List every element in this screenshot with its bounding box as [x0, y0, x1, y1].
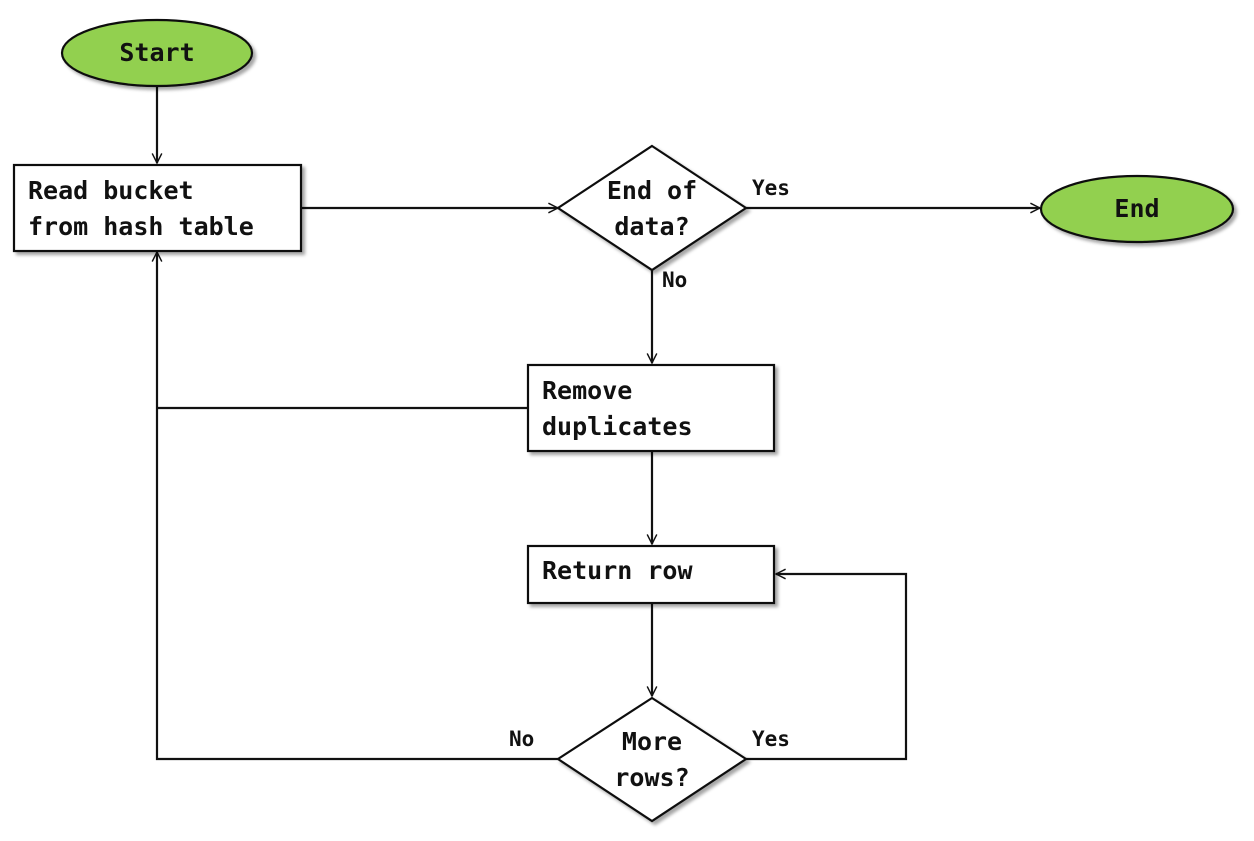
read-bucket-node: Read bucket from hash table	[12, 163, 303, 253]
return-row-node: Return row	[526, 544, 776, 605]
return-row-label: Return row	[542, 556, 693, 585]
edge-more-rows-yes	[746, 574, 908, 761]
more-rows-line2: rows?	[614, 763, 689, 792]
end-of-data-diamond	[556, 144, 748, 272]
more-rows-no-label: No	[509, 727, 534, 751]
connectors	[157, 86, 1040, 761]
remove-duplicates-line1: Remove	[542, 376, 632, 405]
end-of-data-yes-label: Yes	[752, 176, 790, 200]
end-of-data-no-label: No	[662, 268, 687, 292]
end-of-data-line2: data?	[614, 212, 689, 241]
return-row-box	[526, 544, 776, 605]
read-bucket-line1: Read bucket	[28, 176, 194, 205]
remove-duplicates-box	[526, 363, 776, 453]
end-terminal-shape	[1039, 174, 1235, 244]
more-rows-yes-label: Yes	[752, 727, 790, 751]
end-of-data-node: End of data?	[556, 144, 748, 272]
start-node: Start	[60, 18, 254, 88]
start-terminal-shape	[60, 18, 254, 88]
end-label: End	[1114, 194, 1159, 223]
start-label: Start	[119, 38, 194, 67]
end-node: End	[1039, 174, 1235, 244]
end-of-data-line1: End of	[607, 176, 697, 205]
more-rows-node: More rows?	[555, 696, 749, 823]
edge-more-rows-no	[157, 252, 558, 761]
read-bucket-line2: from hash table	[28, 212, 254, 241]
remove-duplicates-line2: duplicates	[542, 412, 693, 441]
more-rows-line1: More	[622, 727, 682, 756]
more-rows-diamond	[555, 696, 749, 823]
read-bucket-box	[12, 163, 303, 253]
remove-duplicates-node: Remove duplicates	[526, 363, 776, 453]
